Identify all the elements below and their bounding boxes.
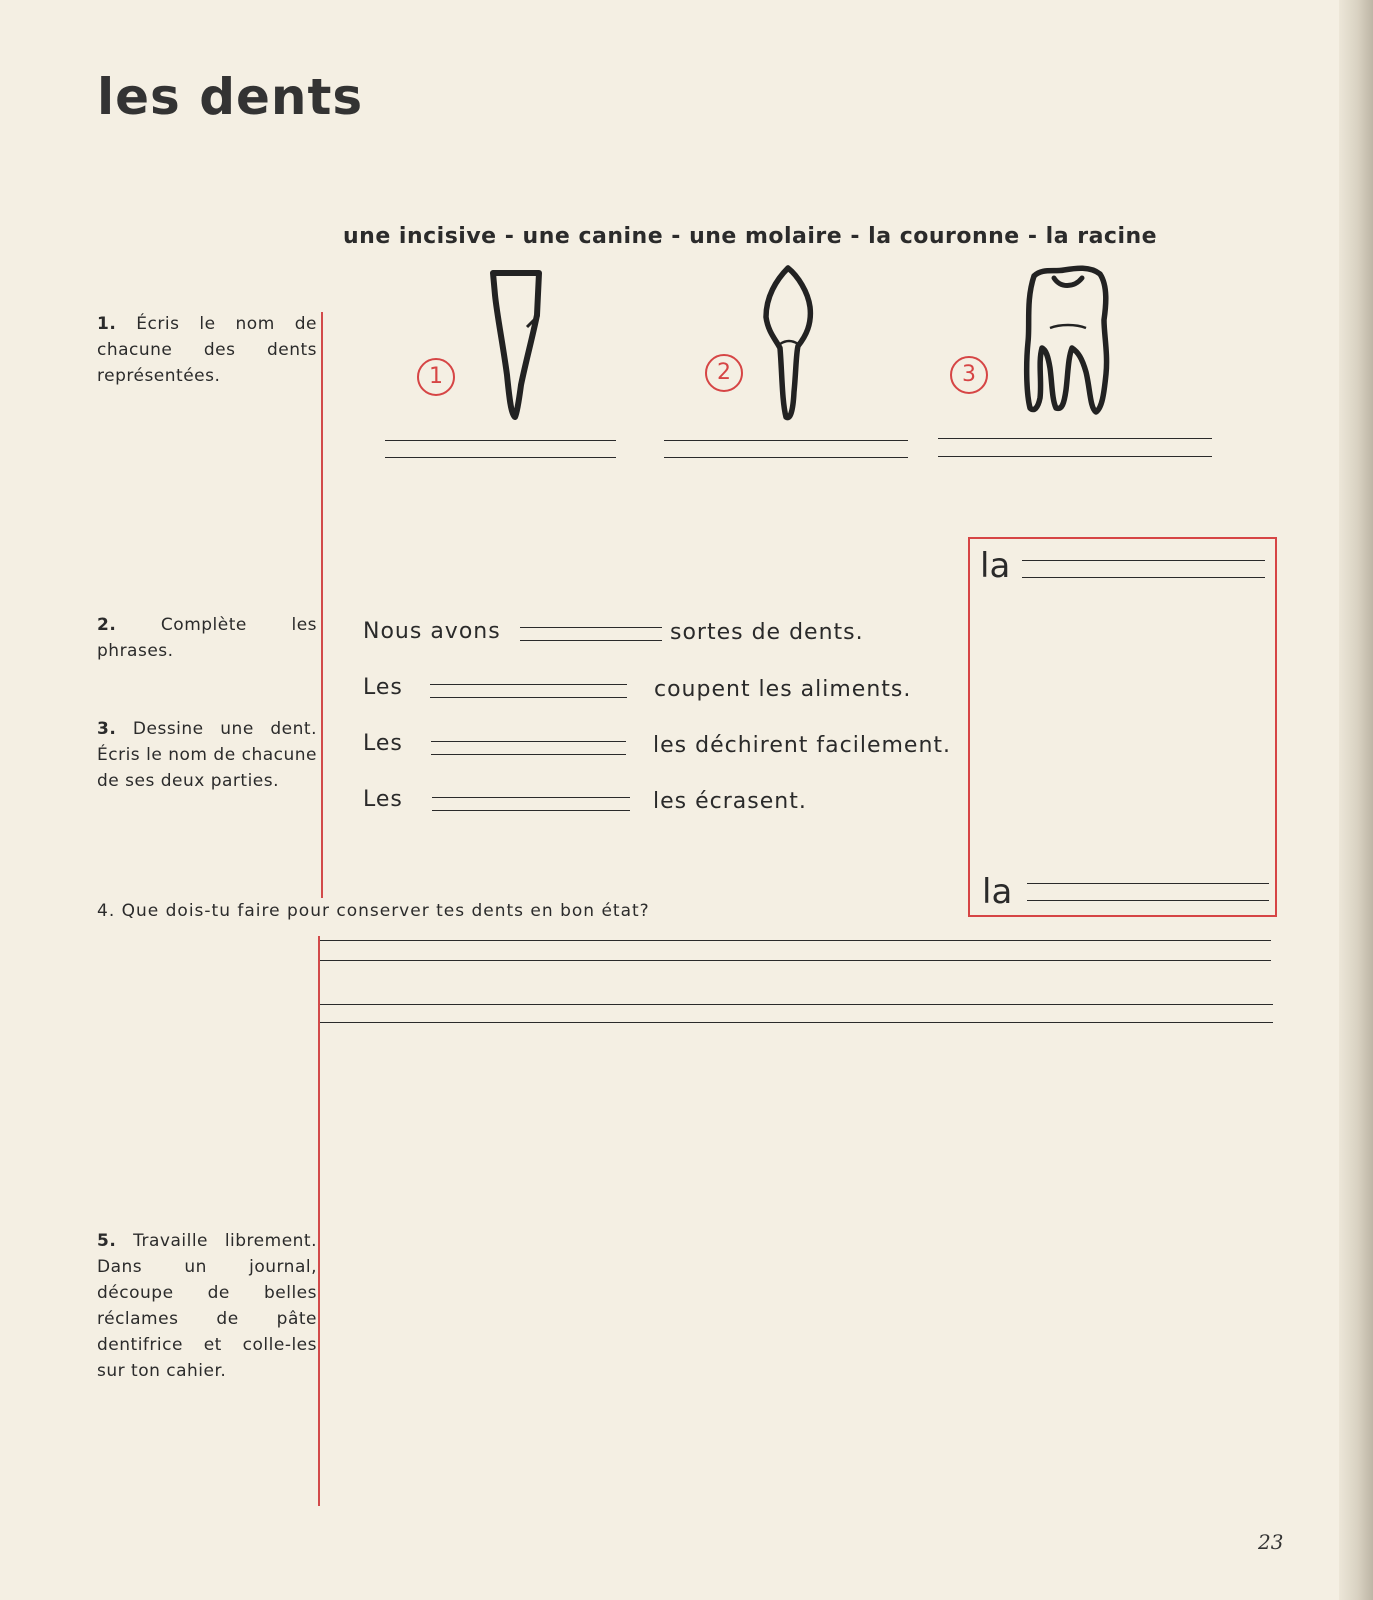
sentence-1-blank-2 [520, 640, 662, 641]
canine-tooth-icon [763, 265, 814, 421]
instruction-5-text: Travaille librement. Dans un journal, dé… [97, 1231, 317, 1381]
tooth-2-answer-line[interactable] [664, 440, 908, 441]
drawing-box-top-label: la [980, 546, 1011, 586]
page-title: les dents [97, 68, 364, 126]
instruction-5: 5. Travaille librement. Dans un journal,… [97, 1228, 317, 1384]
question-4-answer-line-1[interactable] [320, 940, 1271, 941]
tooth-3-answer-line-2 [938, 456, 1212, 457]
tooth-3-answer-line[interactable] [938, 438, 1212, 439]
instruction-1-text: Écris le nom de chacune des dents représ… [97, 314, 317, 386]
sentence-4-blank[interactable] [432, 797, 630, 798]
sentence-1-start: Nous avons [363, 619, 501, 644]
sentence-4-blank-2 [432, 810, 630, 811]
margin-line-upper [321, 312, 323, 898]
margin-line-lower [318, 936, 320, 1506]
tooth-number-1: 1 [417, 358, 455, 396]
drawing-box-bottom-label: la [982, 872, 1013, 912]
sentence-3-blank-2 [431, 754, 626, 755]
instruction-1-number: 1. [97, 314, 117, 334]
drawing-box-bottom-line-2 [1027, 900, 1269, 901]
tooth-number-3: 3 [950, 356, 988, 394]
instruction-3-number: 3. [97, 719, 117, 739]
sentence-2-blank[interactable] [430, 684, 627, 685]
page-number: 23 [1258, 1530, 1284, 1554]
instruction-2-number: 2. [97, 615, 117, 635]
drawing-box-bottom-line[interactable] [1027, 883, 1269, 884]
instruction-3: 3. Dessine une dent. Écris le nom de cha… [97, 716, 317, 794]
tooth-1-answer-line[interactable] [385, 440, 616, 441]
instruction-3-text: Dessine une dent. Écris le nom de chacun… [97, 719, 317, 791]
tooth-1-answer-line-2 [385, 457, 616, 458]
sentence-4-start: Les [363, 787, 403, 812]
question-4-answer-line-2 [320, 960, 1271, 961]
incisor-tooth-icon [490, 270, 542, 420]
sentence-2-end: coupent les aliments. [654, 677, 912, 702]
question-4-answer-line-4 [320, 1022, 1273, 1023]
instruction-1: 1. Écris le nom de chacune des dents rep… [97, 311, 317, 389]
instruction-5-number: 5. [97, 1231, 117, 1251]
sentence-2-start: Les [363, 675, 403, 700]
question-4-answer-line-3[interactable] [320, 1004, 1273, 1005]
drawing-box-top-line[interactable] [1022, 560, 1265, 561]
sentence-1-blank[interactable] [520, 627, 662, 628]
sentence-3-end: les déchirent facilement. [653, 733, 952, 758]
instruction-2-text: Complète les phrases. [97, 615, 318, 661]
sentence-1-end: sortes de dents. [670, 620, 864, 645]
tooth-number-2: 2 [705, 354, 743, 392]
question-4: 4. Que dois-tu faire pour conserver tes … [97, 901, 650, 921]
tooth-2-answer-line-2 [664, 457, 908, 458]
molar-tooth-icon [1023, 265, 1110, 415]
tooth-drawing-box[interactable] [968, 537, 1277, 917]
vocabulary-list: une incisive - une canine - une molaire … [343, 224, 1158, 249]
page-edge [1339, 0, 1373, 1600]
sentence-2-blank-2 [430, 697, 627, 698]
sentence-4-end: les écrasent. [653, 789, 807, 814]
instruction-2: 2. Complète les phrases. [97, 612, 317, 664]
drawing-box-top-line-2 [1022, 577, 1265, 578]
sentence-3-blank[interactable] [431, 741, 626, 742]
sentence-3-start: Les [363, 731, 403, 756]
